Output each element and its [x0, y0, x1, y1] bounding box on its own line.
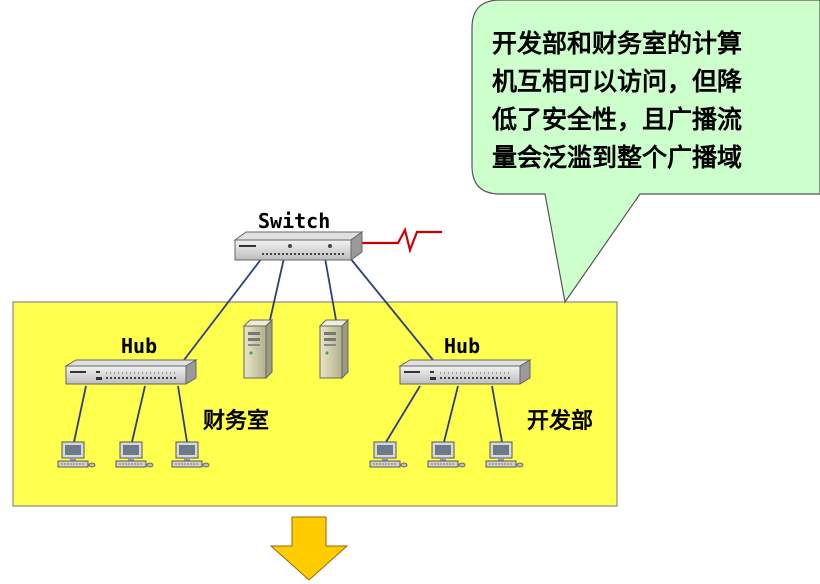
link-hub-right-pc-2 — [443, 385, 459, 443]
link-hub-right-pc-3 — [491, 385, 503, 443]
hub-right-icon — [399, 359, 531, 385]
wan-link-icon — [362, 226, 442, 254]
department-left-label: 财务室 — [203, 408, 269, 434]
hub-left-icon — [65, 359, 197, 385]
link-switch-hub-left — [183, 257, 263, 361]
hub-right-label: Hub — [444, 334, 480, 358]
link-hub-left-pc-2 — [131, 385, 146, 443]
broadcast-domain-area — [12, 301, 618, 507]
callout-line-1: 开发部和财务室的计算 — [492, 29, 742, 58]
network-links — [73, 257, 503, 443]
callout-bubble — [471, 0, 820, 304]
switch-icon — [233, 231, 364, 261]
server-left-icon — [243, 319, 273, 379]
link-switch-server-left — [269, 257, 285, 321]
hub-left-label: Hub — [121, 334, 157, 358]
department-right-label: 开发部 — [527, 408, 593, 434]
callout-line-3: 低了安全性，且广播流 — [491, 105, 742, 134]
link-hub-right-pc-1 — [385, 385, 421, 443]
link-hub-left-pc-3 — [177, 385, 188, 443]
down-arrow-icon — [269, 516, 349, 581]
callout-line-2: 机互相可以访问，但降 — [492, 67, 743, 96]
link-switch-server-right — [324, 257, 337, 321]
switch-label: Switch — [258, 209, 330, 233]
link-switch-hub-right — [349, 257, 434, 361]
server-right-icon — [319, 319, 349, 379]
callout-line-4: 量会泛滥到整个广播域 — [492, 143, 742, 172]
link-hub-left-pc-1 — [73, 385, 87, 443]
